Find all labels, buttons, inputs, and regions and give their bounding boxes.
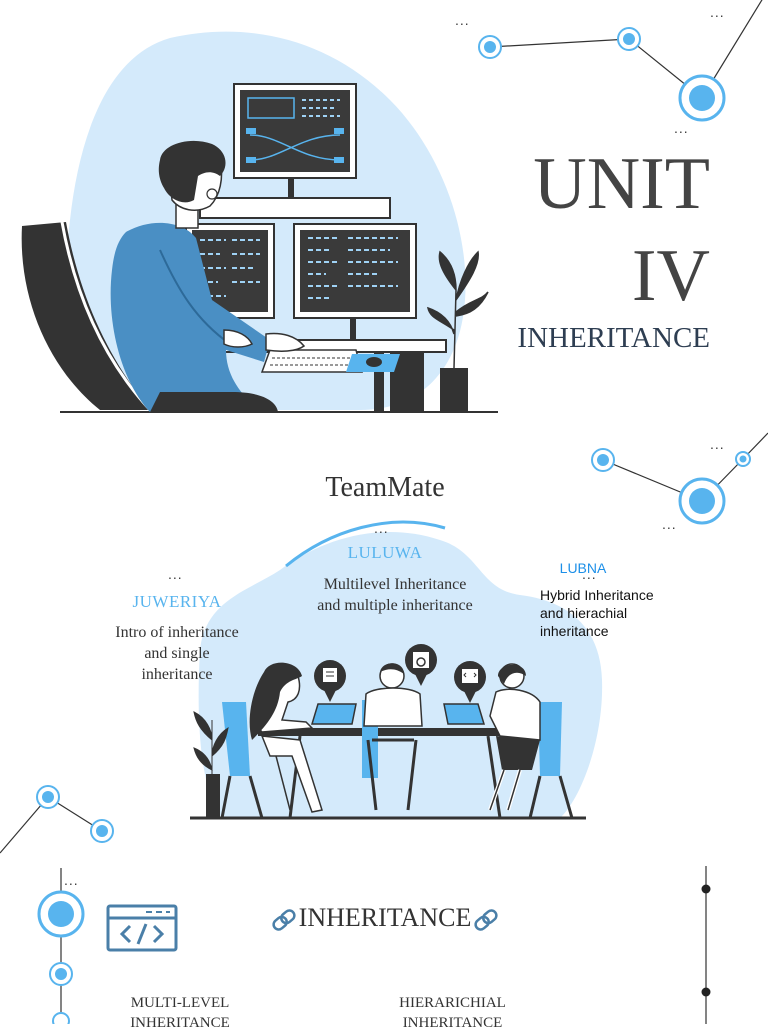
section-title: INHERITANCE bbox=[298, 903, 472, 932]
dots: ... bbox=[582, 566, 597, 582]
code-bubble-icon bbox=[454, 661, 486, 703]
section-item-multilevel: MULTI-LEVEL INHERITANCE bbox=[130, 995, 230, 1031]
page-subtitle: INHERITANCE bbox=[517, 322, 710, 354]
programmer-illustration bbox=[21, 31, 498, 413]
title-line-unit: UNIT bbox=[533, 143, 710, 225]
dots: ... bbox=[168, 566, 183, 582]
title-line-number: IV bbox=[631, 235, 710, 317]
member-desc-juweriya: Intro of inheritance and single inherita… bbox=[115, 624, 239, 683]
page-title: UNIT IV bbox=[520, 138, 710, 322]
dots: ... bbox=[710, 436, 725, 452]
member-name-luluwa: LULUWA bbox=[347, 543, 423, 562]
member-name-juweriya: JUWERIYA bbox=[132, 592, 222, 611]
code-window-icon bbox=[106, 904, 178, 952]
settings-bubble-icon bbox=[405, 644, 437, 686]
team-heading: TeamMate bbox=[325, 472, 445, 503]
network-bottom-right bbox=[701, 866, 711, 1024]
node-circles-left bbox=[36, 785, 114, 843]
dots: ... bbox=[374, 520, 389, 536]
section-item-hierarchical: HIERARICHIAL INHERITANCE bbox=[399, 995, 506, 1031]
link-icon bbox=[474, 909, 498, 931]
dots: ... bbox=[662, 516, 677, 532]
member-desc-lubna: Hybrid Inheritance and hierachial inheri… bbox=[540, 587, 654, 639]
document-bubble-icon bbox=[314, 660, 346, 702]
dots: ... bbox=[455, 12, 470, 28]
node-circles-bottom-left bbox=[37, 890, 85, 1024]
node-circles-middle bbox=[591, 448, 751, 525]
member-name-lubna: LUBNA bbox=[559, 560, 607, 576]
dots: ... bbox=[64, 872, 79, 888]
dots: ... bbox=[674, 120, 689, 136]
link-icon bbox=[272, 909, 296, 931]
member-desc-luluwa: Multilevel Inheritance and multiple inhe… bbox=[317, 576, 473, 614]
dots: ... bbox=[710, 4, 725, 20]
team-illustration bbox=[190, 520, 603, 820]
node-circles-top bbox=[478, 27, 726, 122]
